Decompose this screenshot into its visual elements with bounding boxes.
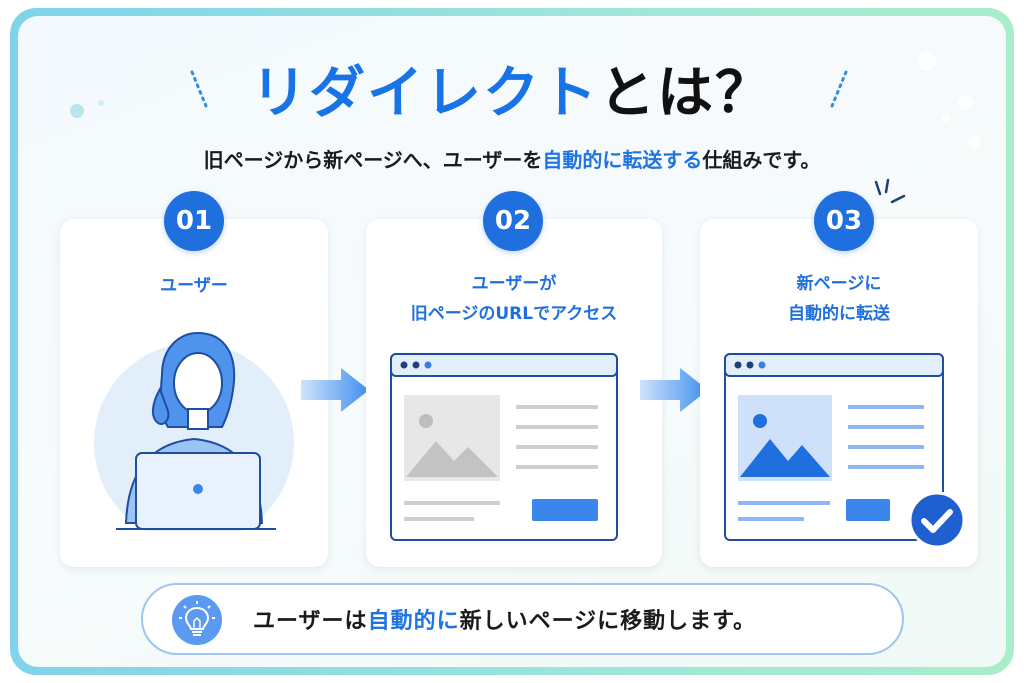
browser-window-gray-icon xyxy=(390,353,618,541)
step-card-1: ユーザー xyxy=(60,219,328,567)
decor-dot xyxy=(942,114,950,122)
summary-part1: ユーザーは xyxy=(253,609,368,634)
decor-dot xyxy=(958,96,972,110)
light-bulb-icon xyxy=(172,595,222,645)
step-card-3: 新ページに 自動的に転送 xyxy=(700,219,978,567)
arrow-right-icon xyxy=(640,368,708,412)
sparkle-right-icon xyxy=(830,70,848,108)
browser-window-blue-icon xyxy=(724,353,944,541)
step-number-2: 02 xyxy=(483,191,543,251)
summary-text: ユーザーは自動的に新しいページに移動します。 xyxy=(253,585,756,653)
subtitle-text: 旧ページから新ページへ、ユーザーを xyxy=(203,148,543,172)
decor-dot xyxy=(918,52,936,70)
step-number-1: 01 xyxy=(164,191,224,251)
sparkle-left-icon xyxy=(190,70,208,108)
decor-dot xyxy=(968,136,980,148)
outer-frame: リダイレクト とは？ 旧ページから新ページへ、ユーザーを自動的に転送する仕組みで… xyxy=(10,8,1014,675)
step-1-label: ユーザー xyxy=(160,276,228,296)
step-3-label-line1: 新ページに xyxy=(796,274,882,294)
step-2-label-line2: 旧ページのURLでアクセス xyxy=(410,304,618,324)
step-3-label-line2: 自動的に転送 xyxy=(788,304,890,324)
check-circle-icon xyxy=(908,491,966,549)
person-at-laptop-icon xyxy=(94,331,294,531)
sparkle-lines-icon xyxy=(874,178,906,204)
content-panel: リダイレクト とは？ 旧ページから新ページへ、ユーザーを自動的に転送する仕組みで… xyxy=(18,16,1006,667)
summary-callout: ユーザーは自動的に新しいページに移動します。 xyxy=(141,583,904,655)
page-title: リダイレクト とは？ xyxy=(251,48,773,129)
decor-dot xyxy=(98,100,104,106)
step-number-3: 03 xyxy=(814,191,874,251)
title-row: リダイレクト とは？ xyxy=(18,48,1006,128)
subtitle-text-end: 仕組みです。 xyxy=(702,148,821,172)
summary-highlight: 自動的に xyxy=(367,609,460,634)
step-2-label-line1: ユーザーが xyxy=(471,274,557,294)
arrow-right-icon xyxy=(301,368,369,412)
title-suffix: とは？ xyxy=(599,60,773,126)
title-keyword: リダイレクト xyxy=(251,60,599,126)
step-card-2: ユーザーが 旧ページのURLでアクセス xyxy=(366,219,662,567)
summary-part2: 新しいページに移動します。 xyxy=(459,609,756,634)
subtitle: 旧ページから新ページへ、ユーザーを自動的に転送する仕組みです。 xyxy=(18,144,1006,173)
subtitle-highlight: 自動的に転送する xyxy=(542,148,703,172)
decor-dot xyxy=(70,104,84,118)
